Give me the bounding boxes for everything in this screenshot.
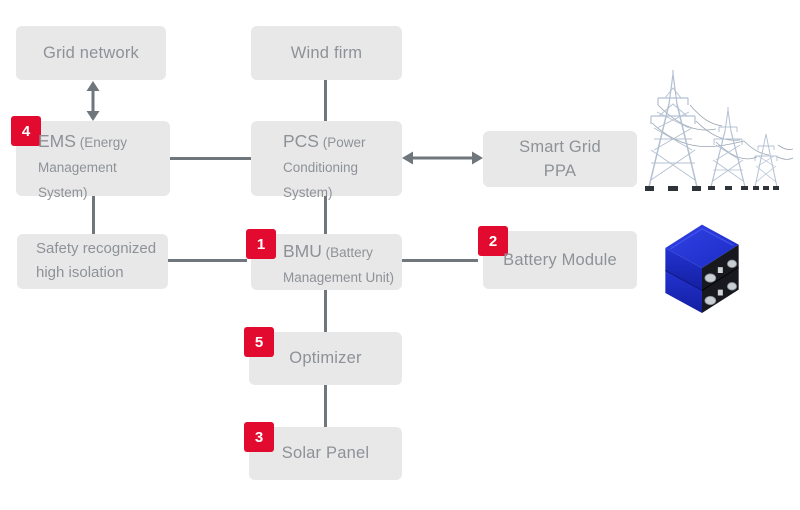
step-badge-1: 1 bbox=[246, 229, 276, 259]
node-optimizer: 5 Optimizer bbox=[244, 327, 402, 385]
step-badge-2: 2 bbox=[478, 226, 508, 256]
tower-small-feet bbox=[753, 186, 779, 190]
node-bmu: 1 BMU (Battery Management Unit) bbox=[246, 229, 402, 290]
wind-firm-label: Wind firm bbox=[290, 43, 363, 62]
smart-grid-ppa-label: Smart Grid PPA bbox=[519, 138, 601, 180]
optimizer-label: Optimizer bbox=[289, 349, 362, 367]
ems-safety-connector bbox=[92, 196, 95, 234]
power-wires bbox=[651, 104, 793, 160]
tower-large bbox=[648, 70, 698, 188]
node-battery-module: 2 Battery Module bbox=[478, 226, 637, 289]
bmu-battery-connector bbox=[402, 259, 478, 262]
optimizer-solar-connector bbox=[324, 385, 327, 427]
transmission-towers-image bbox=[645, 70, 793, 191]
step-badge-5: 5 bbox=[244, 327, 274, 357]
node-wind-firm: Wind firm bbox=[251, 26, 402, 80]
ems-label: EMS (Energy Management System) bbox=[38, 131, 127, 200]
battery-cell-lower bbox=[665, 267, 739, 313]
node-pcs: PCS (Power Conditioning System) bbox=[251, 121, 402, 200]
step-badge-4: 4 bbox=[11, 116, 41, 146]
wind-pcs-connector bbox=[324, 80, 327, 121]
battery-cell-upper bbox=[665, 224, 739, 291]
solar-panel-label: Solar Panel bbox=[281, 444, 370, 462]
bmu-label: BMU (Battery Management Unit) bbox=[283, 241, 395, 285]
grid-network-label: Grid network bbox=[43, 43, 139, 62]
pcs-bmu-connector bbox=[324, 196, 327, 234]
bmu-optimizer-connector bbox=[324, 290, 327, 332]
pcs-smartgrid-double-arrow bbox=[402, 151, 483, 165]
grid-ems-double-arrow bbox=[86, 81, 100, 121]
tower-medium-feet bbox=[708, 186, 748, 190]
node-smart-grid-ppa: Smart Grid PPA bbox=[483, 131, 637, 187]
battery-module-label: Battery Module bbox=[503, 250, 617, 269]
battery-module-image bbox=[665, 224, 739, 313]
node-solar-panel: 3 Solar Panel bbox=[244, 422, 402, 480]
node-safety-isolation: Safety recognized high isolation bbox=[17, 234, 168, 289]
tower-small bbox=[754, 133, 778, 188]
tower-medium bbox=[710, 107, 746, 188]
pcs-label: PCS (Power Conditioning System) bbox=[283, 131, 366, 200]
safety-bmu-connector bbox=[168, 259, 247, 262]
safety-isolation-label: Safety recognized high isolation bbox=[36, 240, 157, 281]
ems-pcs-connector bbox=[170, 157, 251, 160]
node-grid-network: Grid network bbox=[16, 26, 166, 80]
step-badge-3: 3 bbox=[244, 422, 274, 452]
tower-large-feet bbox=[645, 186, 701, 191]
node-ems: 4 EMS (Energy Management System) bbox=[11, 116, 170, 200]
